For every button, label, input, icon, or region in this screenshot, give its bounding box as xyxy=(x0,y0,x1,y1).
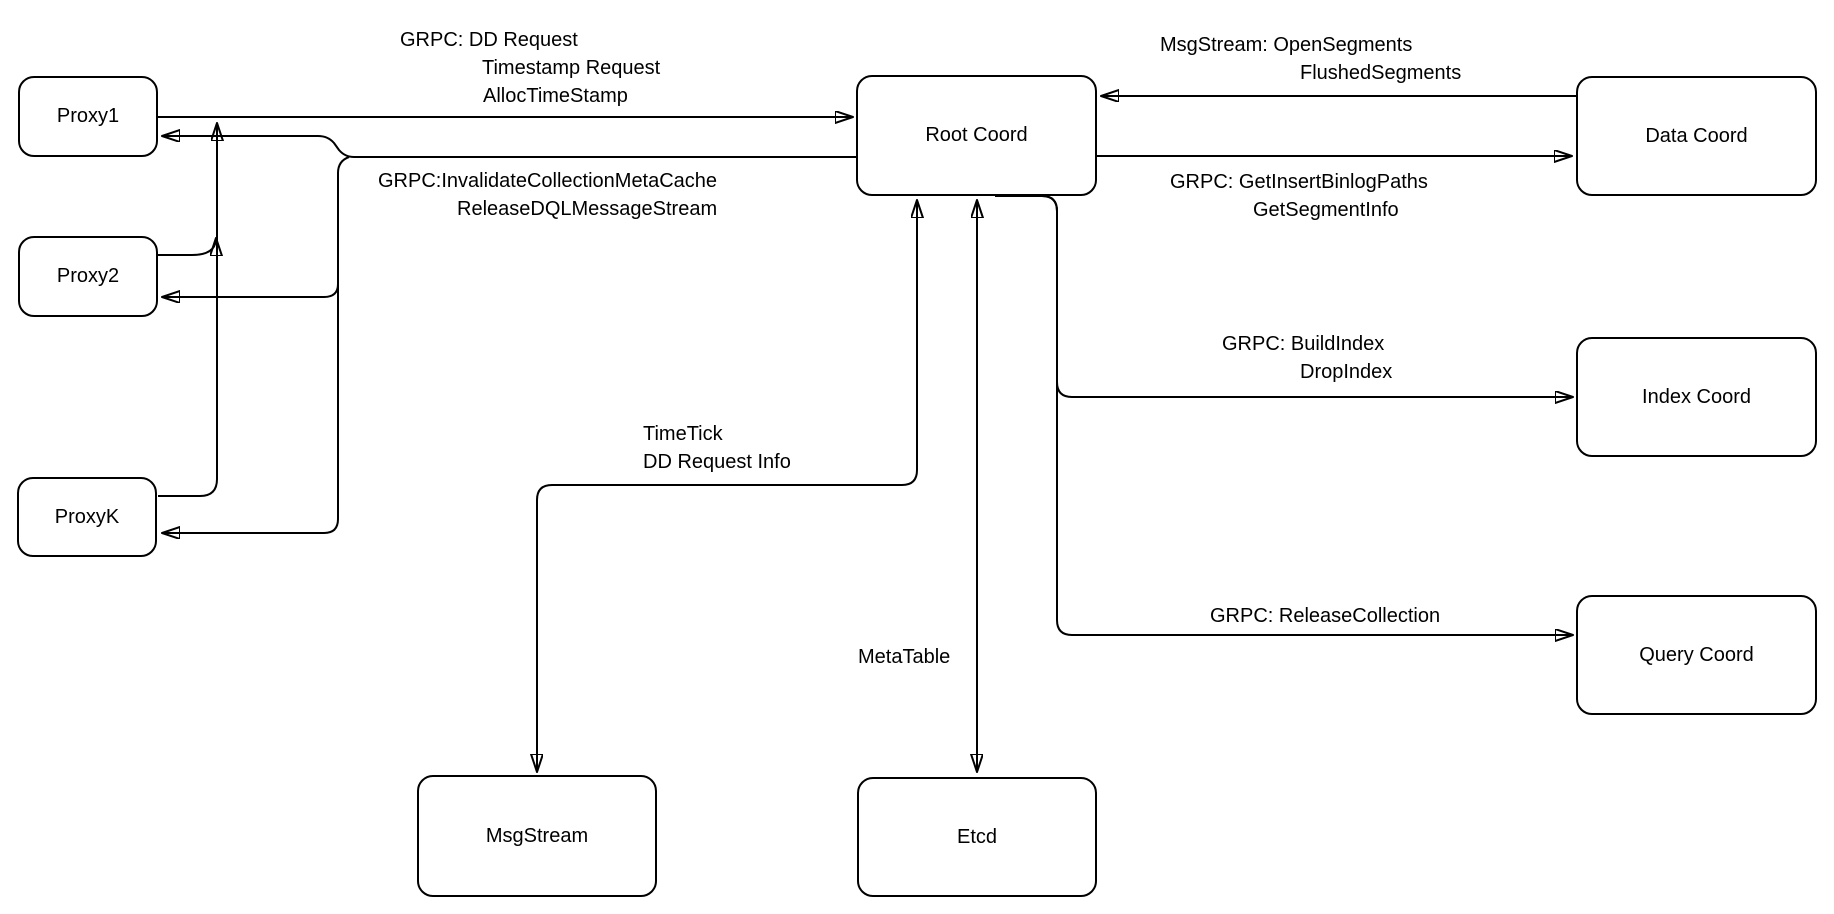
node-msgstream: MsgStream xyxy=(417,775,657,897)
label-proxy-to-root-line1: GRPC: DD Request xyxy=(400,29,578,51)
node-data-coord: Data Coord xyxy=(1576,76,1817,196)
node-etcd: Etcd xyxy=(857,777,1097,897)
label-root-to-msgstream-line2: DD Request Info xyxy=(643,451,791,473)
edge-root-coord-to-query-coord xyxy=(995,195,1573,635)
node-proxy2: Proxy2 xyxy=(18,236,158,317)
edge-root-coord-to-proxy1 xyxy=(162,136,856,158)
label-root-to-data-line1: GRPC: GetInsertBinlogPaths xyxy=(1170,171,1428,193)
node-index-coord: Index Coord xyxy=(1576,337,1817,457)
label-proxy-to-root-line2: Timestamp Request xyxy=(482,57,661,79)
node-root-coord-label: Root Coord xyxy=(925,124,1028,146)
node-proxy2-label: Proxy2 xyxy=(56,265,120,287)
label-root-to-msgstream-line1: TimeTick xyxy=(643,423,723,445)
label-data-to-root-line2: FlushedSegments xyxy=(1300,62,1462,84)
node-msgstream-label: MsgStream xyxy=(485,824,589,847)
node-proxy1: Proxy1 xyxy=(18,76,158,157)
edge-root-coord-to-proxyk xyxy=(162,156,350,533)
edge-root-coord-to-proxy2 xyxy=(162,283,339,297)
label-root-to-etcd-line1: MetaTable xyxy=(858,646,951,668)
node-data-coord-label: Data Coord xyxy=(1645,124,1748,147)
node-index-coord-label: Index Coord xyxy=(1642,385,1751,408)
label-root-to-query-line1: GRPC: ReleaseCollection xyxy=(1210,605,1441,627)
node-query-coord: Query Coord xyxy=(1576,595,1817,715)
edge-proxy2-up-merge xyxy=(158,238,216,255)
edge-proxyk-up-merge xyxy=(158,123,217,497)
label-root-to-index-line1: GRPC: BuildIndex xyxy=(1222,333,1385,355)
node-proxyk-label: ProxyK xyxy=(54,505,120,528)
node-query-coord-label: Query Coord xyxy=(1639,643,1754,666)
edge-root-coord-to-index-coord xyxy=(995,195,1573,397)
node-root-coord: Root Coord xyxy=(856,75,1097,196)
label-root-to-data-line2: GetSegmentInfo xyxy=(1253,199,1399,221)
label-data-to-root-line1: MsgStream: OpenSegments xyxy=(1160,34,1413,56)
node-proxyk: ProxyK xyxy=(17,477,157,557)
label-root-to-proxy-line1: GRPC:InvalidateCollectionMetaCache xyxy=(378,170,718,192)
edge-root-coord-msgstream xyxy=(537,200,917,772)
node-proxy1-label: Proxy1 xyxy=(56,105,120,127)
label-proxy-to-root-line3: AllocTimeStamp xyxy=(483,85,628,107)
label-root-to-proxy-line2: ReleaseDQLMessageStream xyxy=(457,198,718,220)
node-etcd-label: Etcd xyxy=(956,825,998,848)
label-root-to-index-line2: DropIndex xyxy=(1300,361,1393,383)
